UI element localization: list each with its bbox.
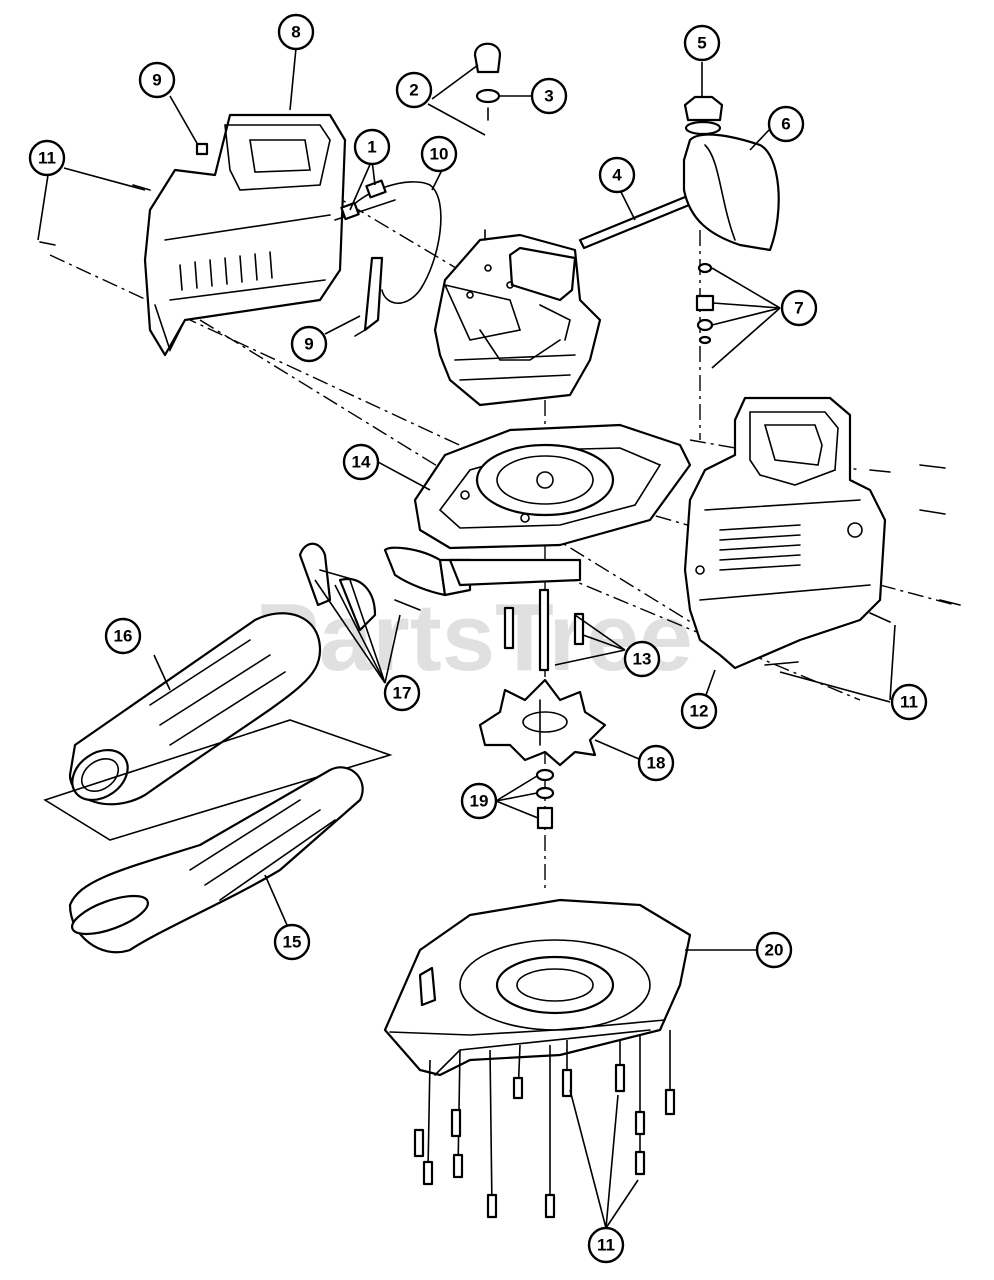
- housing-screws: [503, 588, 585, 672]
- engine-assembly: [433, 229, 602, 407]
- svg-text:15: 15: [283, 933, 302, 952]
- callout-9-top: 9: [138, 61, 176, 99]
- callout-11-right: 11: [890, 683, 928, 721]
- cap-and-washer: [473, 42, 502, 121]
- fuel-tank: [682, 95, 780, 252]
- svg-text:2: 2: [409, 81, 418, 100]
- callout-18: 18: [637, 744, 675, 782]
- vacuum-tube: [43, 612, 393, 841]
- svg-text:9: 9: [152, 71, 161, 90]
- svg-text:16: 16: [114, 627, 133, 646]
- callout-20: 20: [755, 931, 793, 969]
- svg-text:12: 12: [690, 702, 709, 721]
- callout-11-left: 11: [28, 139, 66, 177]
- svg-text:18: 18: [647, 754, 666, 773]
- callout-16: 16: [104, 617, 142, 655]
- svg-text:7: 7: [794, 299, 803, 318]
- fan-housing-plate: [383, 423, 692, 597]
- impeller-washers: [535, 768, 555, 830]
- bottom-screws: [413, 1030, 676, 1219]
- svg-text:8: 8: [291, 23, 300, 42]
- svg-text:6: 6: [781, 115, 790, 134]
- left-handle-housing: [143, 113, 347, 357]
- callout-5: 5: [683, 24, 721, 62]
- svg-text:9: 9: [304, 335, 313, 354]
- misc-screws: [39, 184, 961, 666]
- callout-19: 19: [460, 782, 498, 820]
- lower-housing: [383, 898, 692, 1077]
- callout-1: 1: [353, 128, 391, 166]
- svg-text:14: 14: [352, 453, 371, 472]
- svg-text:20: 20: [765, 941, 784, 960]
- callout-13: 13: [623, 640, 661, 678]
- callout-8: 8: [277, 13, 315, 51]
- svg-text:11: 11: [38, 149, 56, 168]
- svg-text:1: 1: [367, 138, 376, 157]
- svg-text:10: 10: [430, 145, 449, 164]
- callout-9-bottom: 9: [290, 325, 328, 363]
- svg-text:5: 5: [697, 34, 706, 53]
- svg-text:4: 4: [612, 166, 622, 185]
- wire-connector: [195, 142, 384, 337]
- blower-nozzle: [68, 766, 364, 954]
- callout-7: 7: [780, 289, 818, 327]
- svg-text:19: 19: [470, 792, 489, 811]
- svg-text:13: 13: [633, 650, 652, 669]
- callout-leaders: [37, 47, 896, 1229]
- callout-3: 3: [530, 77, 568, 115]
- tie-rod: [578, 193, 696, 250]
- fan-impeller: [478, 678, 607, 767]
- right-handle-housing: [683, 396, 887, 670]
- callout-12: 12: [680, 692, 718, 730]
- callout-17: 17: [383, 674, 421, 712]
- callout-6: 6: [767, 105, 805, 143]
- svg-text:11: 11: [900, 693, 918, 712]
- callout-14: 14: [342, 443, 380, 481]
- svg-text:11: 11: [597, 1236, 615, 1255]
- svg-text:17: 17: [393, 684, 412, 703]
- callout-15: 15: [273, 923, 311, 961]
- spark-wire: [334, 179, 442, 304]
- callout-10: 10: [420, 135, 458, 173]
- callout-4: 4: [598, 156, 636, 194]
- callout-2: 2: [395, 71, 433, 109]
- svg-text:3: 3: [544, 87, 553, 106]
- callout-11-bottom: 11: [587, 1226, 625, 1264]
